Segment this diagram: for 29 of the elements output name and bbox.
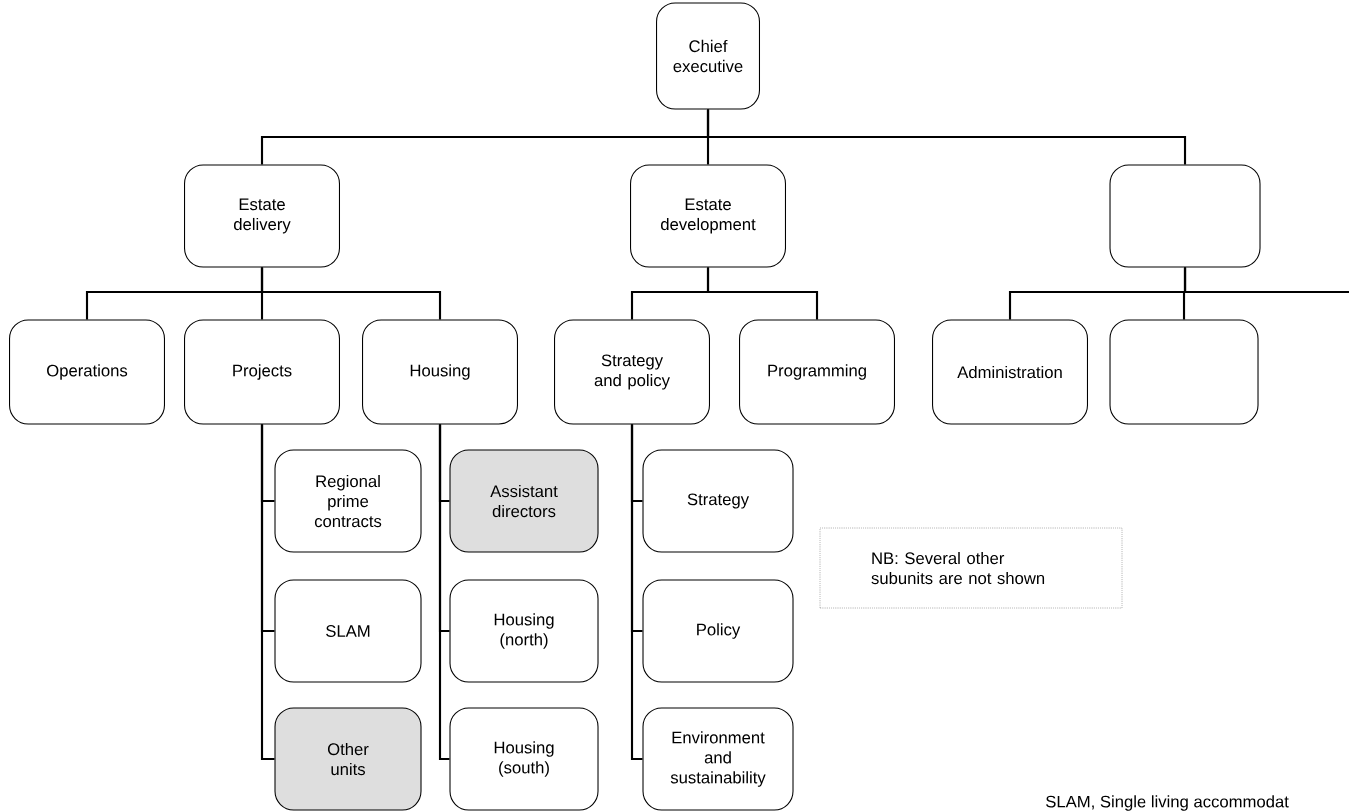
org-box: Operations (9, 319, 165, 425)
org-box: Environment and sustainability (642, 707, 794, 811)
org-box: Administration (932, 319, 1088, 425)
org-box: Housing (south) (449, 707, 599, 811)
connector-line (260, 424, 275, 761)
org-box: SLAM (274, 579, 422, 683)
connector-line (438, 424, 450, 761)
org-box: Programming (739, 319, 895, 425)
connector-line (630, 424, 643, 761)
org-box: Projects (184, 319, 340, 425)
org-box: Other units (274, 707, 422, 811)
org-box: Housing (north) (449, 579, 599, 683)
org-box: Chief executive (656, 2, 760, 110)
connector-line (260, 267, 442, 320)
footnote-text: SLAM, Single living accommodat (1046, 795, 1289, 811)
connector-line (706, 109, 1187, 165)
org-box: Strategy and policy (554, 319, 710, 425)
org-box: Policy (642, 579, 794, 683)
connector-line (1183, 267, 1349, 294)
note-box: NB: Several other subunits are not shown (819, 527, 1123, 609)
org-box: Assistant directors (449, 449, 599, 553)
connector-line (706, 267, 819, 320)
org-box (1109, 319, 1259, 425)
org-box: Estate development (630, 164, 786, 268)
org-box: Regional prime contracts (274, 449, 422, 553)
org-box: Housing (362, 319, 518, 425)
org-box: Estate delivery (184, 164, 340, 268)
org-box (1109, 164, 1261, 268)
org-box: Strategy (642, 449, 794, 553)
